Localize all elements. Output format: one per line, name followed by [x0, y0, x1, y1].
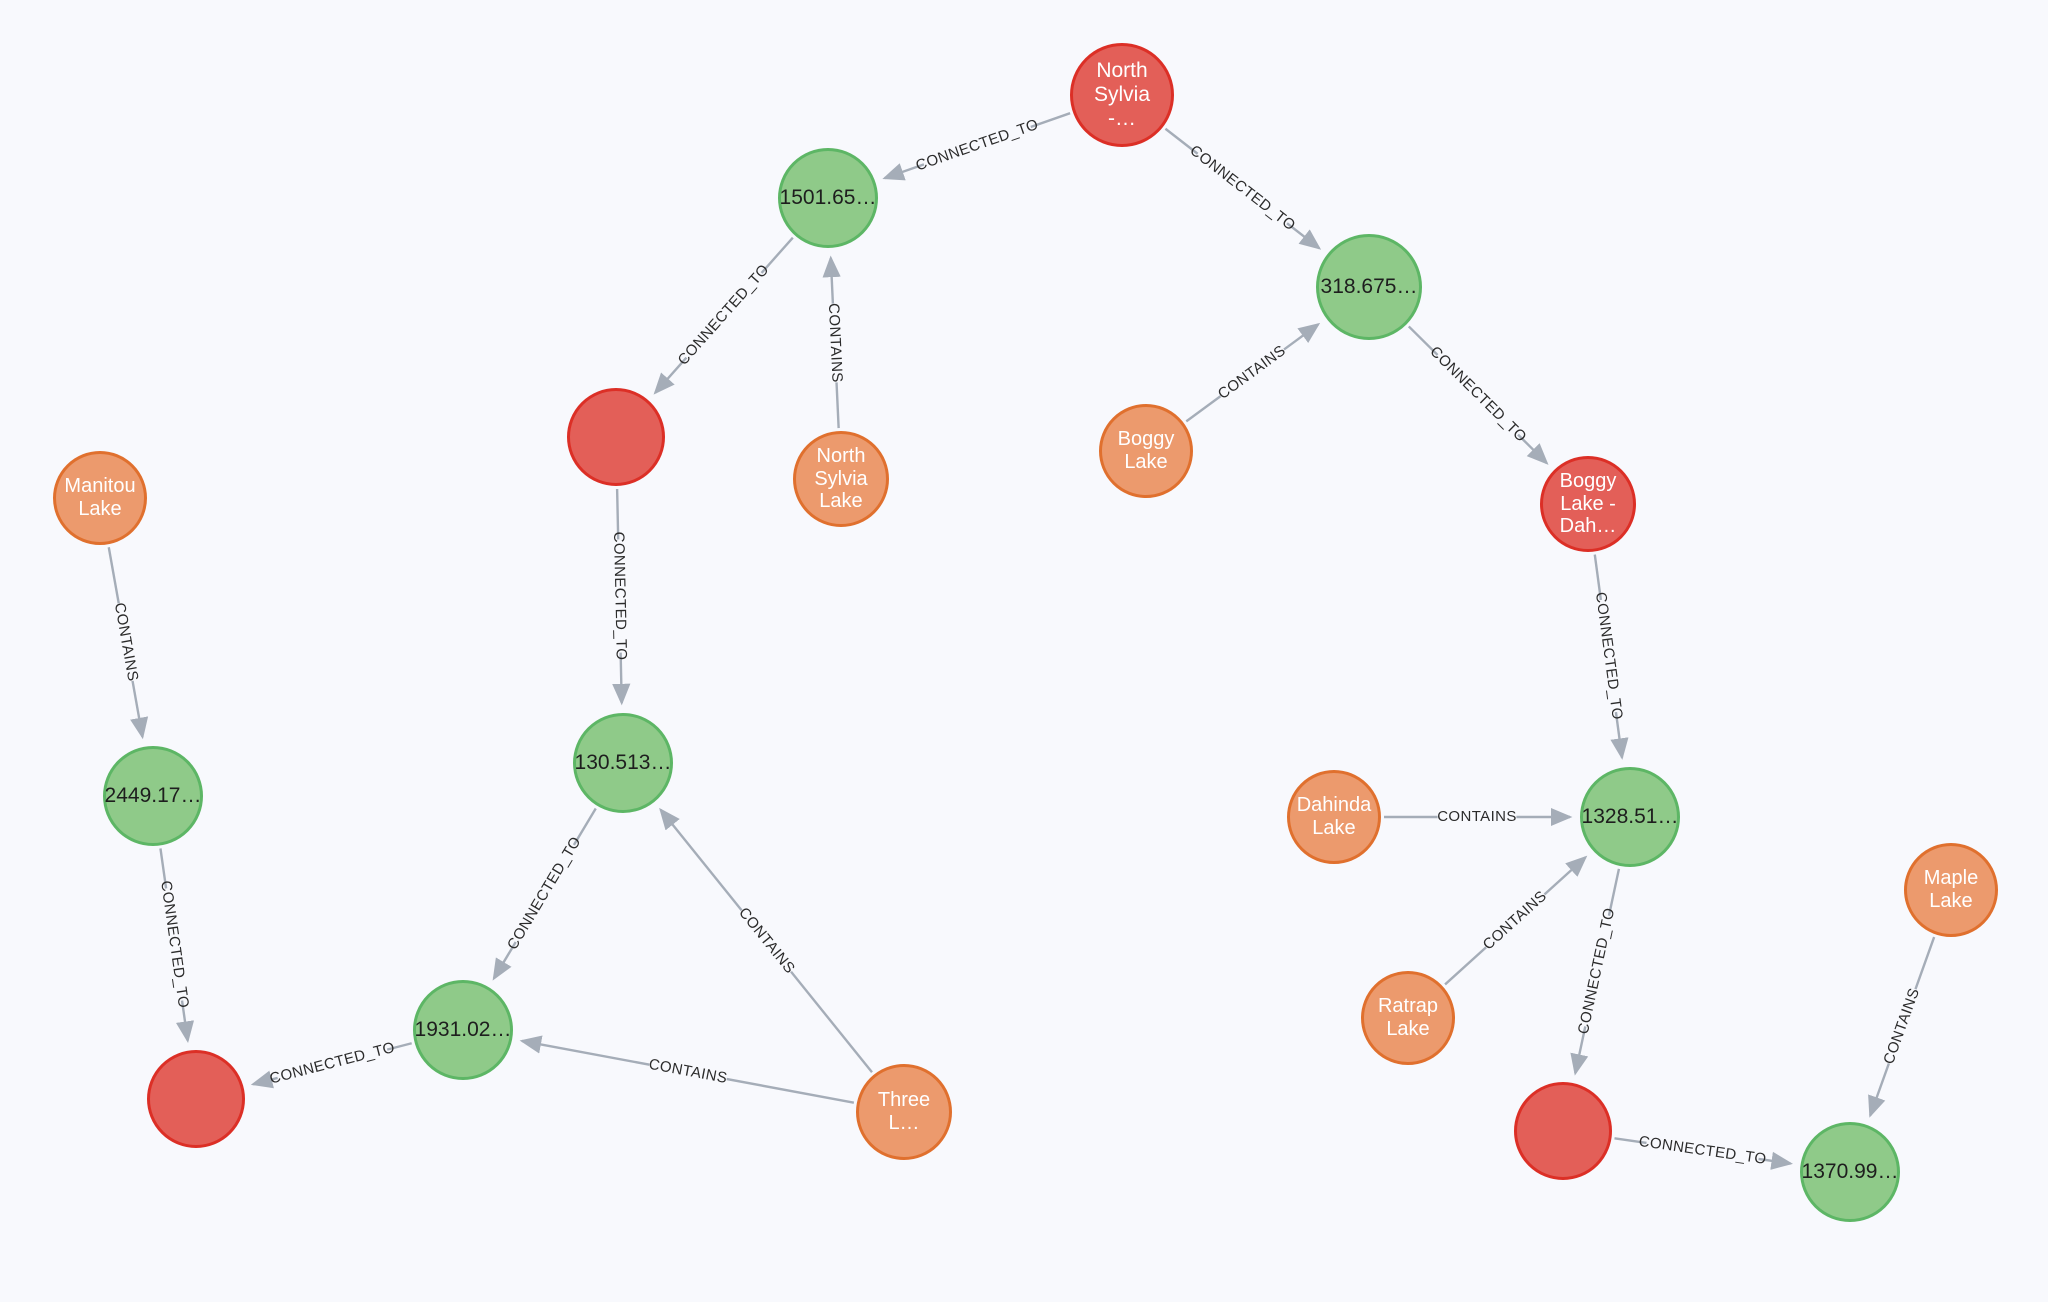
edge-label-backdrop — [155, 886, 193, 1003]
graph-node-label: Three L… — [877, 1089, 931, 1134]
graph-node[interactable]: Three L… — [856, 1064, 952, 1160]
edge-label: CONTAINS — [1437, 808, 1517, 825]
graph-node[interactable]: Ratrap Lake — [1361, 971, 1455, 1065]
edge-label: CONTAINS — [825, 303, 846, 383]
edge-label: CONNECTED_TO — [1592, 591, 1626, 721]
edge-label-backdrop — [678, 265, 770, 365]
graph-node-label: North Sylvia Lake — [814, 444, 868, 513]
graph-node-label: 318.675… — [1320, 275, 1418, 299]
graph-node[interactable]: Maple Lake — [1904, 843, 1998, 937]
graph-node[interactable] — [147, 1050, 245, 1148]
graph-node-label: Ratrap Lake — [1377, 995, 1439, 1040]
graph-node[interactable]: 318.675… — [1316, 234, 1422, 340]
edge-label-backdrop — [1437, 806, 1517, 828]
edge-label-backdrop — [920, 116, 1035, 175]
edge-label: CONTAINS — [1215, 342, 1289, 403]
edge-label-backdrop — [1644, 1132, 1761, 1170]
edge-label: CONTAINS — [735, 904, 798, 977]
edge-label: CONNECTED_TO — [157, 879, 192, 1009]
graph-node-label: 1931.02… — [414, 1018, 512, 1042]
graph-node[interactable]: 1501.65… — [778, 148, 878, 248]
graph-node[interactable]: 1370.99… — [1800, 1122, 1900, 1222]
graph-node-label: 130.513… — [574, 751, 672, 775]
edge-label-backdrop — [821, 303, 848, 383]
edge-label: CONNECTED_TO — [1638, 1133, 1768, 1168]
graph-node-label: Boggy Lake - Dah… — [1559, 469, 1617, 538]
graph-node[interactable]: Boggy Lake - Dah… — [1540, 456, 1636, 552]
edge-label: CONNECTED_TO — [1187, 142, 1299, 234]
edge-label-backdrop — [1213, 340, 1291, 406]
edge-label-backdrop — [1190, 145, 1294, 232]
edge-label-backdrop — [506, 839, 584, 948]
graph-node[interactable] — [567, 388, 665, 486]
edge-label-backdrop — [107, 601, 144, 683]
edge-label-backdrop — [1574, 913, 1620, 1029]
graph-node[interactable]: Boggy Lake — [1099, 404, 1193, 498]
graph-node[interactable]: Manitou Lake — [53, 451, 147, 545]
graph-node-label: 2449.17… — [104, 784, 202, 808]
graph-node-label: Manitou Lake — [64, 475, 136, 520]
graph-node[interactable]: 1328.51… — [1580, 767, 1680, 867]
graph-node-label: Dahinda Lake — [1296, 794, 1372, 839]
edge-label-backdrop — [647, 1053, 729, 1090]
edge-label-backdrop — [274, 1038, 390, 1089]
graph-node[interactable]: North Sylvia -… — [1070, 43, 1174, 147]
graph-node[interactable] — [1514, 1082, 1612, 1180]
edge-label-backdrop — [733, 903, 800, 979]
graph-node[interactable]: 2449.17… — [103, 746, 203, 846]
edge-label: CONNECTED_TO — [504, 834, 585, 953]
edge-label: CONNECTED_TO — [610, 531, 630, 660]
graph-node-label: Boggy Lake — [1117, 428, 1175, 473]
edge-label: CONTAINS — [1480, 887, 1550, 953]
edge-label-backdrop — [1478, 886, 1552, 956]
graph-node-label: 1328.51… — [1581, 805, 1679, 829]
edge-label: CONNECTED_TO — [1426, 343, 1529, 446]
edge-label-backdrop — [1878, 985, 1926, 1068]
edges-group — [107, 112, 1936, 1170]
edge-label-backdrop — [1589, 598, 1627, 714]
graph-node[interactable]: 130.513… — [573, 713, 673, 813]
graph-node-label: Maple Lake — [1923, 867, 1979, 912]
graph-node[interactable]: Dahinda Lake — [1287, 770, 1381, 864]
graph-node[interactable]: 1931.02… — [413, 980, 513, 1080]
edge-label-backdrop — [1429, 347, 1526, 443]
graph-node-label: 1370.99… — [1801, 1160, 1899, 1184]
graph-node-label: North Sylvia -… — [1093, 59, 1151, 130]
edge-label: CONNECTED_TO — [914, 116, 1041, 175]
graph-node[interactable]: North Sylvia Lake — [793, 431, 889, 527]
graph-node-label: 1501.65… — [779, 186, 877, 210]
edge-label-backdrop — [607, 539, 632, 653]
edge-label: CONNECTED_TO — [674, 261, 772, 369]
edge-labels-group: CONNECTED_TO CONNECTED_TO CONNECTED_TO CONT… — [107, 116, 1926, 1170]
